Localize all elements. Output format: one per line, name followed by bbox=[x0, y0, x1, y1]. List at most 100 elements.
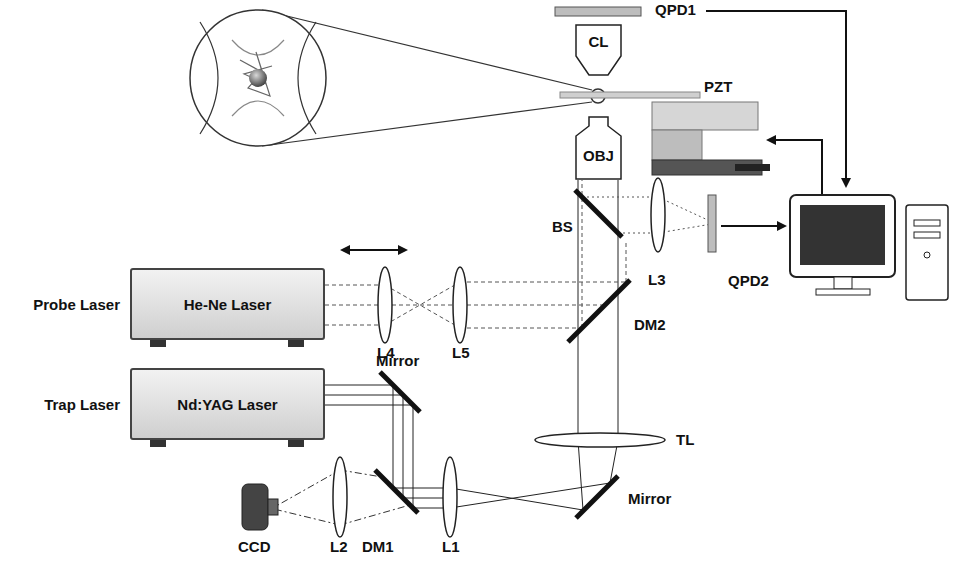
beam-ray bbox=[582, 180, 583, 328]
ccd-camera bbox=[242, 484, 278, 530]
part-label: QPD2 bbox=[728, 272, 769, 290]
part-label: Mirror bbox=[628, 490, 671, 508]
part-label: CCD bbox=[238, 538, 271, 556]
lens bbox=[443, 457, 457, 537]
lens bbox=[535, 433, 665, 447]
beam-ray bbox=[618, 180, 619, 440]
monitor-screen bbox=[800, 205, 885, 265]
beam-ray bbox=[393, 385, 394, 488]
signal-arrow bbox=[706, 11, 846, 186]
beam-ray bbox=[658, 197, 712, 222]
condenser-lens: CL bbox=[575, 24, 622, 76]
lens bbox=[651, 178, 665, 252]
pzt-block bbox=[652, 102, 758, 130]
beam-ray bbox=[325, 285, 385, 286]
foot bbox=[288, 440, 304, 447]
beam-splitter bbox=[575, 190, 622, 237]
probe-beam bbox=[325, 180, 626, 328]
sample-stage bbox=[560, 92, 700, 98]
translation-arrow bbox=[348, 249, 406, 251]
objective-lens: OBJ bbox=[575, 116, 622, 180]
monitor-base bbox=[816, 289, 870, 295]
beam-ray bbox=[450, 483, 610, 508]
beam-ray bbox=[278, 510, 340, 525]
beam-ray bbox=[450, 488, 583, 510]
lens bbox=[378, 267, 392, 343]
node-text: Nd:YAG Laser bbox=[177, 396, 277, 413]
monitor bbox=[790, 195, 895, 277]
node-text: He-Ne Laser bbox=[184, 296, 272, 313]
laser-box: Trap LaserNd:YAG Laser bbox=[130, 368, 325, 440]
beam-ray bbox=[325, 405, 413, 406]
drive-bay bbox=[914, 232, 940, 238]
beam-waist bbox=[232, 101, 284, 116]
mirror bbox=[380, 372, 420, 412]
part-label: PZT bbox=[704, 78, 732, 96]
node-text: Probe Laser bbox=[33, 296, 120, 313]
beam-ray bbox=[403, 395, 404, 498]
beam-ray bbox=[385, 285, 460, 328]
qpd2-detector bbox=[708, 195, 716, 252]
beam-ray bbox=[393, 488, 450, 489]
drive-bay bbox=[914, 220, 940, 226]
dichroic-mirror bbox=[568, 280, 630, 342]
beam-ray bbox=[582, 197, 658, 198]
beam-waist bbox=[232, 40, 284, 55]
beam-ray bbox=[385, 282, 460, 325]
power-button bbox=[924, 252, 930, 258]
trapped-bead bbox=[249, 69, 267, 87]
pzt-knob bbox=[735, 164, 770, 171]
part-label: DM2 bbox=[634, 316, 666, 334]
part-label: Mirror bbox=[376, 352, 419, 370]
laser-box: Probe LaserHe-Ne Laser bbox=[130, 268, 325, 340]
beam-ray bbox=[413, 405, 414, 508]
lenses bbox=[333, 178, 665, 537]
node-text: OBJ bbox=[583, 147, 614, 164]
node-text: CL bbox=[589, 33, 609, 50]
beam-ray bbox=[325, 305, 385, 306]
beam-ray bbox=[626, 240, 627, 282]
beam-ray bbox=[578, 440, 583, 510]
beam-ray bbox=[460, 282, 626, 283]
dichroic-mirror bbox=[375, 470, 418, 513]
camera-body bbox=[242, 484, 268, 530]
beam-ray bbox=[578, 180, 579, 440]
lens bbox=[333, 457, 347, 537]
beam-ray bbox=[325, 325, 385, 326]
part-label: DM1 bbox=[362, 538, 394, 556]
beam-waist bbox=[298, 22, 316, 134]
part-label: QPD1 bbox=[655, 1, 696, 19]
zoom-inset bbox=[190, 10, 605, 146]
foot bbox=[150, 440, 166, 447]
beam-ray bbox=[460, 328, 582, 329]
computer bbox=[790, 195, 948, 300]
signal-arrow bbox=[721, 225, 785, 227]
optic-outline bbox=[576, 25, 621, 75]
qpd1-detector bbox=[555, 7, 641, 16]
foot bbox=[288, 340, 304, 347]
monitor-stand bbox=[834, 277, 852, 289]
node-text: Trap Laser bbox=[44, 396, 120, 413]
signal-arrows bbox=[706, 11, 846, 226]
zoom-circle bbox=[190, 10, 326, 146]
part-label: TL bbox=[676, 431, 694, 449]
beam-ray bbox=[325, 385, 393, 386]
pzt-block bbox=[652, 130, 702, 160]
beam-ray bbox=[385, 305, 460, 306]
trap-beam bbox=[325, 180, 618, 510]
brownian-path bbox=[240, 52, 272, 96]
condenser-shape bbox=[575, 24, 622, 76]
pzt-stage bbox=[652, 102, 770, 175]
beam-ray bbox=[278, 470, 340, 505]
mirrors bbox=[375, 190, 630, 518]
part-label: L2 bbox=[330, 538, 348, 556]
foot bbox=[150, 340, 166, 347]
beam-ray bbox=[658, 224, 712, 233]
part-label: L3 bbox=[648, 271, 666, 289]
part-label: BS bbox=[552, 218, 573, 236]
camera-lens bbox=[268, 499, 278, 515]
beam-ray bbox=[340, 505, 410, 525]
beam-waist bbox=[200, 22, 218, 134]
mirror bbox=[576, 476, 618, 518]
optic-outline bbox=[576, 117, 621, 179]
